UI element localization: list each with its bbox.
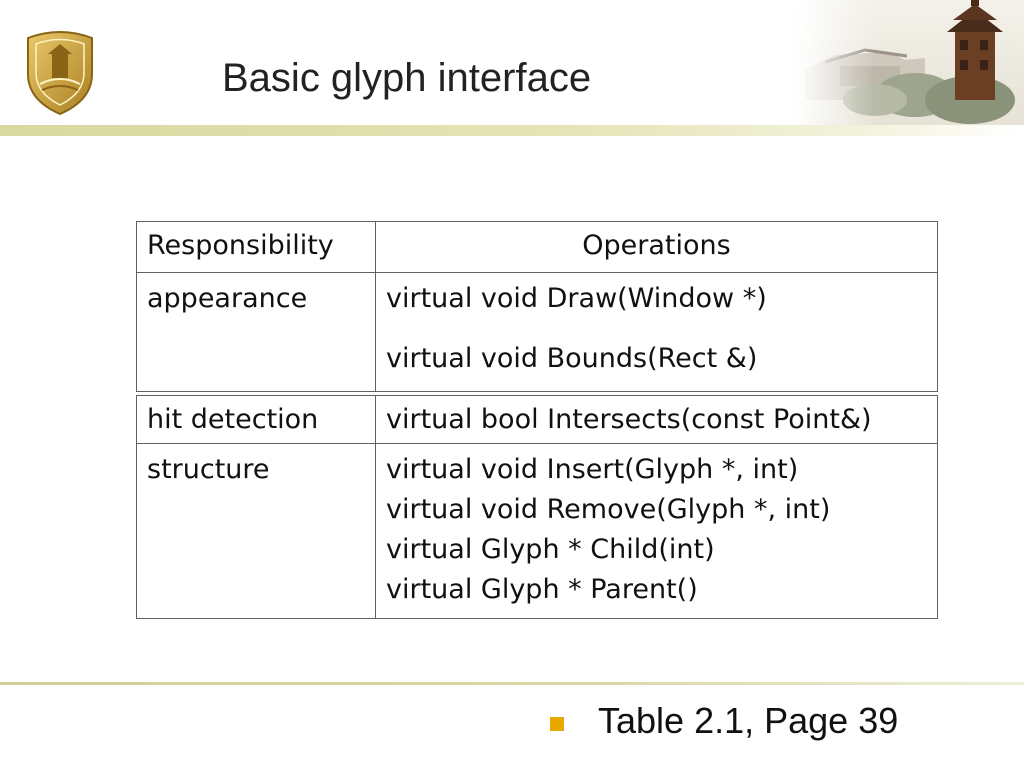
operation-item: virtual void Insert(Glyph *, int) [386,454,799,485]
responsibility-table: Responsibility Operations appearance vir… [136,221,938,392]
table-row: hit detection virtual bool Intersects(co… [136,395,938,444]
table-row: appearance virtual void Draw(Window *) v… [136,272,938,392]
bullet-square-icon [550,717,564,731]
header-responsibility: Responsibility [136,221,376,273]
university-emblem-icon [27,31,93,116]
responsibility-table-continued: hit detection virtual bool Intersects(co… [136,395,938,619]
footer-divider [0,682,1024,685]
tower-landscape-photo [795,0,1024,125]
operation-item: virtual void Draw(Window *) [386,283,767,314]
operation-item: virtual void Bounds(Rect &) [386,343,758,374]
operation-item: virtual bool Intersects(const Point&) [386,404,872,435]
responsibility-cell: structure [136,443,376,619]
operation-item: virtual Glyph * Child(int) [386,534,715,565]
responsibility-cell: appearance [136,272,376,392]
operations-cell: virtual void Draw(Window *) virtual void… [375,272,938,392]
table-header-row: Responsibility Operations [136,221,938,273]
slide-title: Basic glyph interface [222,56,592,100]
responsibility-cell: hit detection [136,395,376,444]
operation-item: virtual Glyph * Parent() [386,574,698,605]
table-row: structure virtual void Insert(Glyph *, i… [136,443,938,619]
header-operations: Operations [375,221,938,273]
operation-item: virtual void Remove(Glyph *, int) [386,494,831,525]
operations-cell: virtual void Insert(Glyph *, int) virtua… [375,443,938,619]
header-divider [0,125,1024,136]
table-caption: Table 2.1, Page 39 [598,700,899,741]
operations-cell: virtual bool Intersects(const Point&) [375,395,938,444]
